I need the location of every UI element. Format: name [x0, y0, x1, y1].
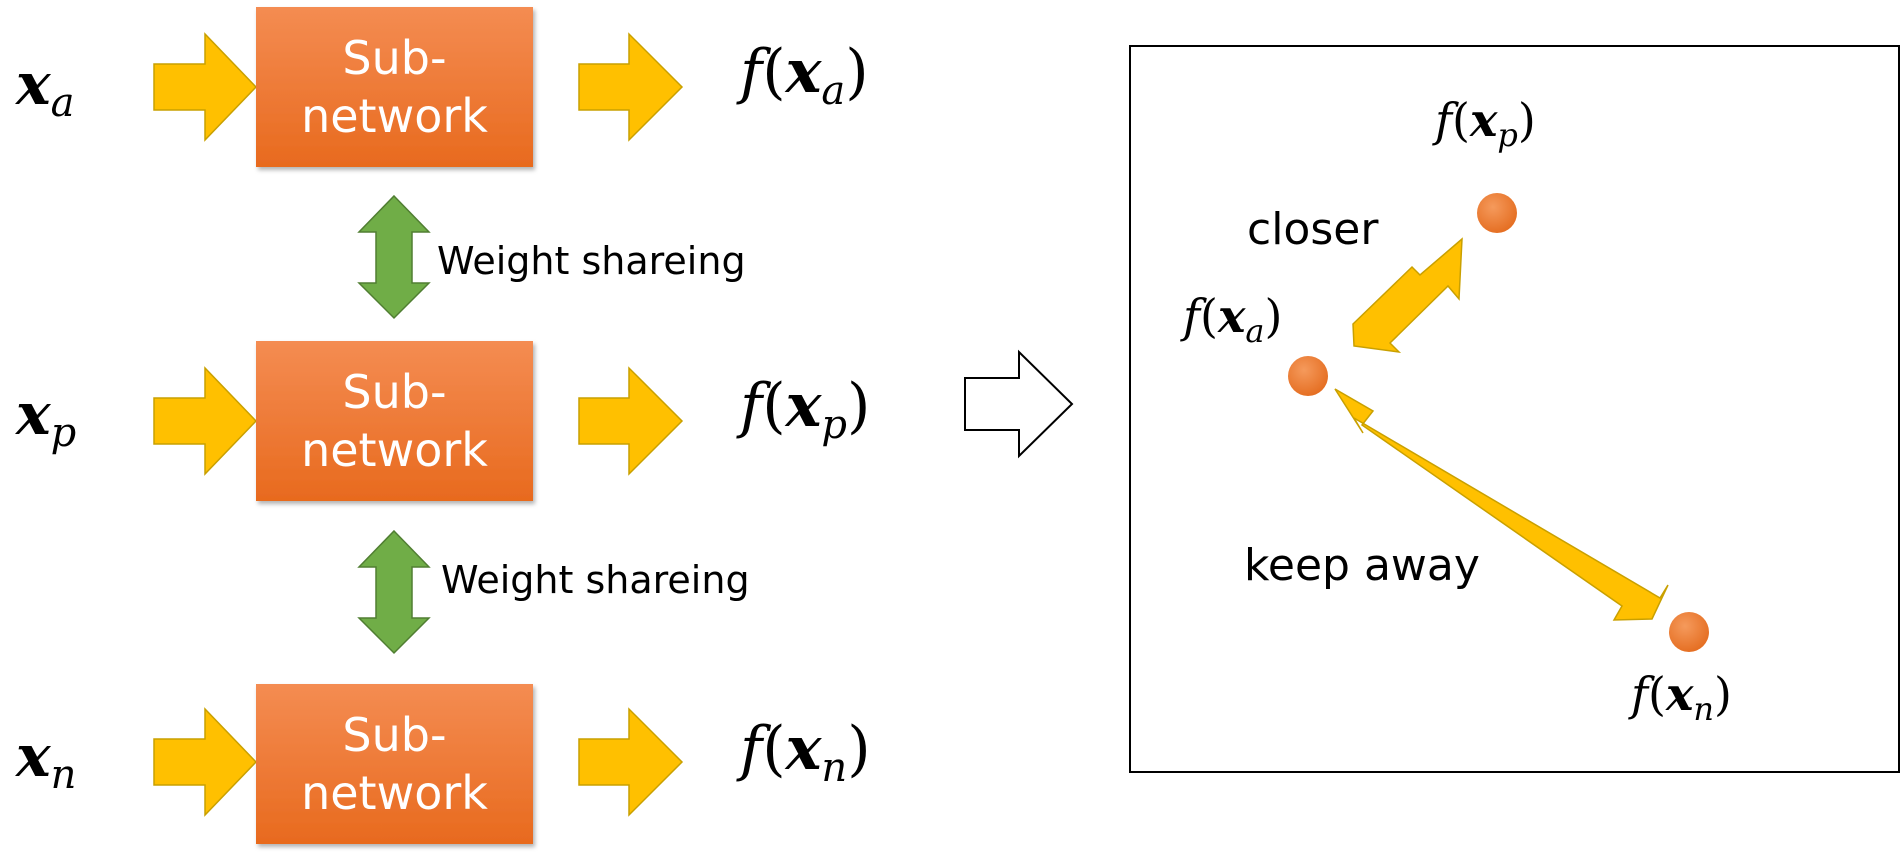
- embedding-label-positive: f(xp): [1432, 93, 1536, 154]
- subnetwork-block-anchor: Sub- network: [256, 7, 533, 167]
- subnetwork-label-line2: network: [301, 423, 488, 477]
- input-label-anchor: xa: [14, 50, 74, 126]
- input-arrow-anchor: [153, 32, 258, 142]
- output-label-positive: f(xp): [736, 371, 870, 448]
- embedding-space-frame: [1129, 45, 1900, 773]
- subnetwork-label-line1: Sub-: [342, 365, 446, 419]
- row-negative: xn Sub- network f(xn): [14, 684, 871, 844]
- closer-label: closer: [1247, 204, 1379, 255]
- output-arrow-negative: [578, 707, 684, 817]
- weight-sharing-label-1: Weight shareing: [437, 239, 746, 283]
- weight-sharing-2: Weight shareing: [357, 529, 750, 655]
- output-arrow-positive: [578, 366, 684, 476]
- keep-away-arrow: [1334, 388, 1669, 621]
- subnetwork-label-line2: network: [301, 89, 488, 143]
- input-arrow-negative: [153, 707, 258, 817]
- embedding-label-anchor: f(xa): [1180, 289, 1282, 350]
- output-label-negative: f(xn): [736, 714, 871, 791]
- transition-arrow: [964, 349, 1074, 459]
- subnetwork-label-line1: Sub-: [342, 708, 446, 762]
- input-label-positive: xp: [14, 380, 76, 456]
- closer-arrow: [1352, 237, 1463, 354]
- subnetwork-label-line1: Sub-: [342, 31, 446, 85]
- embedding-space-panel: f(xp) f(xa) f(xn) closer keep away: [1129, 45, 1900, 773]
- row-positive: xp Sub- network f(xp): [14, 341, 870, 501]
- embedding-point-anchor: [1288, 356, 1328, 396]
- weight-sharing-label-2: Weight shareing: [441, 558, 750, 602]
- embedding-point-negative: [1669, 612, 1709, 652]
- keep-away-label: keep away: [1244, 540, 1480, 591]
- output-label-anchor: f(xa): [736, 37, 869, 114]
- output-arrow-anchor: [578, 32, 684, 142]
- weight-sharing-arrow-2: [357, 529, 431, 655]
- input-arrow-positive: [153, 366, 258, 476]
- subnetwork-block-positive: Sub- network: [256, 341, 533, 501]
- subnetwork-block-negative: Sub- network: [256, 684, 533, 844]
- input-label-negative: xn: [14, 722, 76, 798]
- embedding-point-positive: [1477, 193, 1517, 233]
- weight-sharing-1: Weight shareing: [357, 194, 746, 320]
- embedding-label-negative: f(xn): [1628, 667, 1732, 728]
- subnetwork-label-line2: network: [301, 766, 488, 820]
- weight-sharing-arrow-1: [357, 194, 431, 320]
- row-anchor: xa Sub- network f(xa): [14, 7, 869, 167]
